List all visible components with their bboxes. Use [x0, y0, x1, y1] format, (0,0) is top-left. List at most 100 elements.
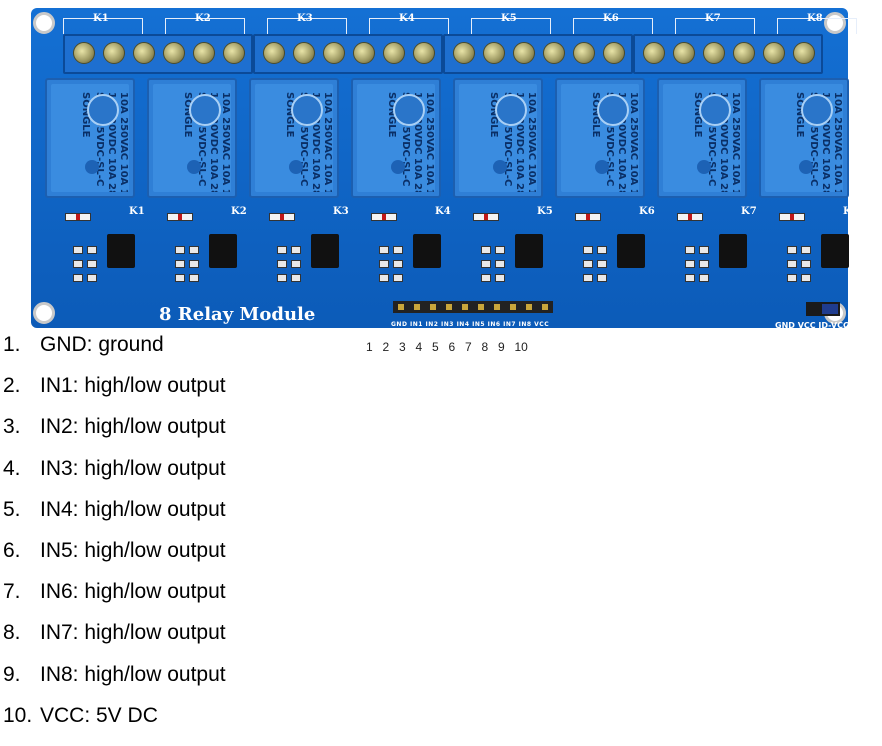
relay-logo-icon: [699, 94, 731, 126]
terminal-screw: [643, 42, 665, 64]
diode: [371, 213, 397, 221]
smd-resistor: [291, 246, 301, 254]
terminal-screw: [293, 42, 315, 64]
smd-resistor: [481, 246, 491, 254]
pin-list-text: VCC: 5V DC: [40, 703, 158, 727]
smd-resistor: [583, 274, 593, 282]
relay-label: K6: [639, 206, 655, 217]
relay-label: K3: [333, 206, 349, 217]
terminal-screw: [353, 42, 375, 64]
relay-dot: [187, 160, 201, 174]
relay-group-outline: [63, 18, 143, 34]
relay-logo-icon: [291, 94, 323, 126]
relay-label: K6: [603, 13, 619, 24]
pin-number: 6: [448, 340, 456, 354]
pin-number: 4: [415, 340, 423, 354]
pin-list-text: IN7: high/low output: [40, 621, 226, 645]
smd-resistor: [393, 260, 403, 268]
pin-list-item: 4.IN3: high/low output: [3, 454, 226, 495]
pin-list-item: 7.IN6: high/low output: [3, 577, 226, 618]
smd-resistor: [787, 246, 797, 254]
smd-resistor: [481, 274, 491, 282]
smd-resistor: [699, 260, 709, 268]
pin-list-item: 1.GND: ground: [3, 330, 226, 371]
pin-number: 5: [432, 340, 439, 354]
pin-list-text: IN6: high/low output: [40, 580, 226, 604]
smd-resistor: [393, 274, 403, 282]
pin-list-number: 2.: [3, 374, 21, 398]
pin-number: 10: [514, 340, 528, 354]
terminal-screw: [133, 42, 155, 64]
header-pin: [526, 304, 532, 310]
header-pin: [510, 304, 516, 310]
relay-label: K7: [741, 206, 757, 217]
smd-resistor: [189, 274, 199, 282]
smd-resistor: [277, 274, 287, 282]
pin-list-number: 6.: [3, 538, 21, 562]
smd-resistor: [597, 274, 607, 282]
pin-number: 9: [498, 340, 505, 354]
relay-label: K8: [807, 13, 823, 24]
relay-group-outline: [369, 18, 449, 34]
terminal-screw: [603, 42, 625, 64]
relay-label: K5: [537, 206, 553, 217]
pin-list-text: IN5: high/low output: [40, 538, 226, 562]
terminal-screw: [103, 42, 125, 64]
board-title: 8 Relay Module: [159, 304, 316, 325]
relay-label: K1: [129, 206, 145, 217]
diode: [167, 213, 193, 221]
smd-resistor: [495, 260, 505, 268]
pin-list-number: 10.: [3, 703, 33, 727]
header-pin: [398, 304, 404, 310]
relay-logo-icon: [189, 94, 221, 126]
relay-group-outline: [777, 18, 857, 34]
terminal-screw: [323, 42, 345, 64]
relay-dot: [289, 160, 303, 174]
relay-label: K2: [231, 206, 247, 217]
header-pin: [478, 304, 484, 310]
pin-list-text: IN8: high/low output: [40, 662, 226, 686]
terminal-screw: [513, 42, 535, 64]
header-pin: [462, 304, 468, 310]
terminal-screw: [223, 42, 245, 64]
pin-list-text: GND: ground: [40, 333, 164, 356]
relay-label: K5: [501, 13, 517, 24]
pin-list-text: IN3: high/low output: [40, 456, 226, 480]
terminal-screw: [263, 42, 285, 64]
smd-resistor: [597, 246, 607, 254]
pin-list-item: 5.IN4: high/low output: [3, 495, 226, 536]
smd-resistor: [699, 274, 709, 282]
pin-list-item: 3.IN2: high/low output: [3, 412, 226, 453]
diode: [779, 213, 805, 221]
smd-resistor: [583, 246, 593, 254]
pin-number: 2: [382, 340, 390, 354]
terminal-screw: [453, 42, 475, 64]
relay-label: K2: [195, 13, 211, 24]
mounting-hole: [33, 12, 55, 34]
smd-resistor: [801, 246, 811, 254]
smd-resistor: [801, 274, 811, 282]
header-pin: [494, 304, 500, 310]
relay-label: K4: [399, 13, 415, 24]
terminal-screw: [573, 42, 595, 64]
smd-resistor: [87, 246, 97, 254]
smd-resistor: [73, 246, 83, 254]
smd-resistor: [685, 260, 695, 268]
relay-dot: [493, 160, 507, 174]
smd-resistor: [495, 246, 505, 254]
smd-resistor: [87, 260, 97, 268]
smd-resistor: [175, 260, 185, 268]
terminal-screw: [763, 42, 785, 64]
